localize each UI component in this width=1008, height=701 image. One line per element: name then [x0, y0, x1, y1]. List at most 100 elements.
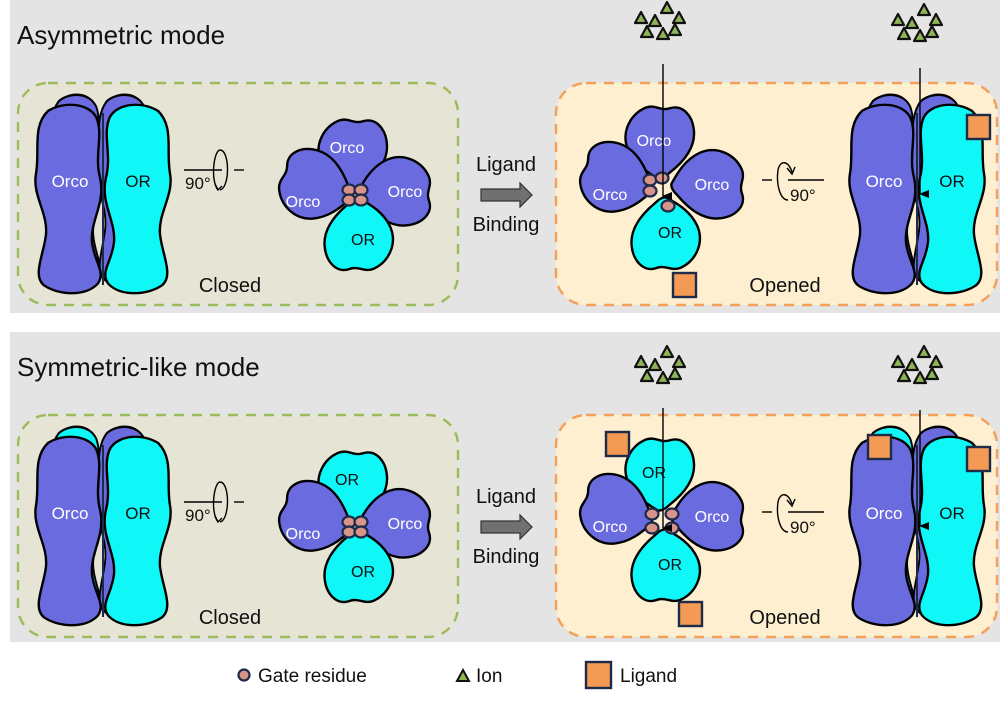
ion: [912, 370, 928, 385]
gate-residue: [642, 184, 658, 198]
ion: [655, 26, 671, 41]
ion: [924, 24, 940, 39]
ion: [912, 28, 928, 43]
top-view-label: Orco: [388, 516, 423, 533]
ion: [633, 354, 649, 369]
top-view-label: Orco: [593, 519, 628, 536]
top-view-label: OR: [658, 225, 682, 242]
opened-side-view: Orco OR: [848, 93, 986, 295]
panel-title-symmetric: Symmetric-like mode: [17, 352, 260, 382]
side-orco-label: Orco: [866, 172, 903, 191]
top-view-label: Orco: [695, 509, 730, 526]
closed-state-label: Closed: [199, 275, 261, 297]
front-right-subunit: [103, 103, 172, 295]
side-orco-label: Orco: [52, 172, 89, 191]
legend-ion-label: Ion: [476, 666, 502, 687]
ion: [667, 366, 683, 381]
ligand: [965, 113, 992, 141]
ion-cluster: [890, 344, 944, 385]
side-orco-label: Orco: [52, 504, 89, 523]
rotation-angle-label: 90°: [185, 506, 211, 525]
ion: [896, 26, 912, 41]
top-view-label: Orco: [330, 140, 365, 157]
ion: [633, 10, 649, 25]
ion: [890, 12, 906, 27]
side-orco-label: Orco: [866, 504, 903, 523]
gate-residue: [664, 507, 680, 521]
rotation-90-symbol: 90°: [184, 481, 244, 525]
gate-residue: [660, 199, 676, 213]
ion-cluster: [633, 344, 687, 385]
top-view-label: Orco: [286, 526, 321, 543]
transition-arrow: [480, 181, 533, 209]
front-left-subunit: [848, 435, 917, 627]
top-view-label: Orco: [286, 194, 321, 211]
ion: [647, 357, 663, 372]
top-view-label: OR: [335, 472, 359, 489]
ligand: [671, 271, 698, 299]
ion-cluster: [890, 2, 944, 43]
top-view-label: Orco: [695, 177, 730, 194]
ion: [659, 344, 675, 359]
closed-state-label: Closed: [199, 607, 261, 629]
front-right-subunit: [103, 435, 172, 627]
gate-residue: [644, 521, 660, 535]
panel-title-asymmetric: Asymmetric mode: [17, 20, 225, 50]
opened-side-view: Orco OR: [848, 425, 986, 627]
closed-side-view: Orco OR: [34, 425, 172, 627]
gate-residue: [664, 521, 680, 535]
rotation-angle-label: 90°: [790, 186, 816, 205]
ion-icon: [455, 667, 471, 682]
legend-gate-label: Gate residue: [258, 666, 367, 687]
top-view-label: Orco: [388, 184, 423, 201]
top-view-label: Orco: [593, 187, 628, 204]
rotation-90-symbol: 90°: [184, 149, 244, 193]
gate-residue: [642, 173, 658, 187]
top-view-label: OR: [351, 232, 375, 249]
gate-residue-icon: [237, 668, 251, 682]
front-left-subunit: [848, 103, 917, 295]
ligand: [604, 430, 631, 458]
ligand: [965, 445, 992, 473]
rotation-angle-label: 90°: [185, 174, 211, 193]
ion: [904, 15, 920, 30]
legend-ligand-label: Ligand: [620, 666, 677, 687]
ion: [659, 0, 675, 15]
ion: [647, 13, 663, 28]
ion: [904, 357, 920, 372]
ion: [667, 22, 683, 37]
ligand-icon: [584, 660, 613, 690]
ligand: [677, 600, 704, 628]
transition-arrow: [480, 513, 533, 541]
gate-residue: [353, 525, 369, 539]
ion: [928, 354, 944, 369]
ion: [924, 366, 940, 381]
top-view-label: OR: [351, 564, 375, 581]
ion: [655, 370, 671, 385]
ion: [671, 10, 687, 25]
gate-residue: [353, 193, 369, 207]
ion: [928, 12, 944, 27]
top-view-label: OR: [658, 557, 682, 574]
gate-residue: [644, 507, 660, 521]
side-or-label: OR: [939, 504, 965, 523]
rotation-angle-label: 90°: [790, 518, 816, 537]
front-left-subunit: [34, 435, 103, 627]
ion: [916, 2, 932, 17]
ligand: [866, 433, 893, 461]
top-view-label: Orco: [637, 133, 672, 150]
rotation-90-symbol: 90°: [762, 162, 824, 205]
closed-side-view: Orco OR: [34, 93, 172, 295]
side-or-label: OR: [939, 172, 965, 191]
side-or-label: OR: [125, 172, 151, 191]
ligand-binding-label-1: Ligand: [476, 486, 536, 508]
opened-state-label: Opened: [749, 275, 820, 297]
ligand-binding-label-2: Binding: [473, 546, 540, 568]
side-or-label: OR: [125, 504, 151, 523]
ion: [639, 368, 655, 383]
